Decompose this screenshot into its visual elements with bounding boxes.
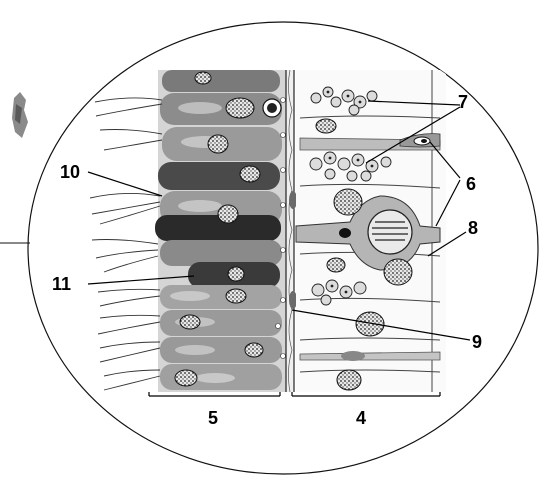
label-7: 7	[458, 92, 468, 112]
label-6: 6	[466, 174, 476, 194]
right-epithelium-4	[296, 70, 446, 392]
label-4: 4	[356, 408, 366, 428]
label-11: 11	[52, 274, 71, 294]
label-8: 8	[468, 218, 478, 238]
label-10: 10	[60, 162, 80, 182]
label-5: 5	[208, 408, 218, 428]
label-9: 9	[472, 332, 482, 352]
edge-texture	[12, 92, 28, 138]
